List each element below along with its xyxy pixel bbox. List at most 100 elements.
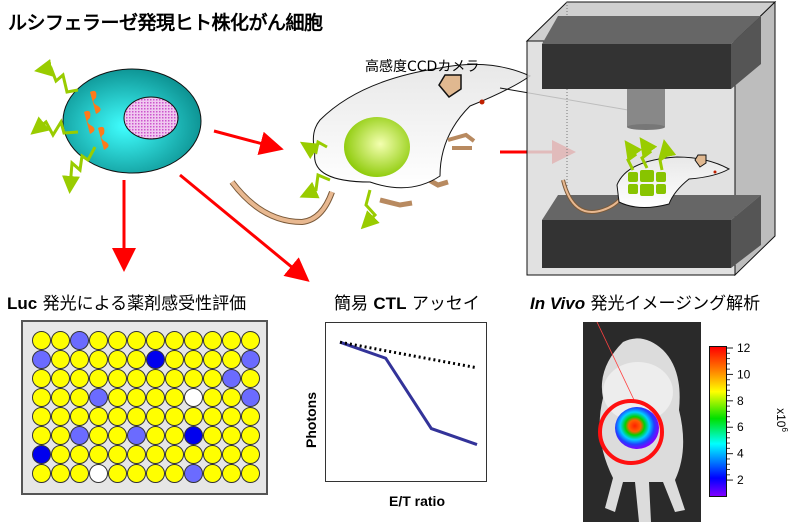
well xyxy=(146,445,165,464)
well xyxy=(70,445,89,464)
well xyxy=(32,464,51,483)
well xyxy=(165,350,184,369)
well xyxy=(184,331,203,350)
well xyxy=(146,407,165,426)
well xyxy=(165,407,184,426)
series-line-test xyxy=(339,340,478,447)
well xyxy=(165,388,184,407)
luminescence-signal xyxy=(615,407,659,449)
well xyxy=(222,331,241,350)
well xyxy=(241,388,260,407)
well xyxy=(51,388,70,407)
well xyxy=(222,445,241,464)
well xyxy=(127,369,146,388)
series-line-control xyxy=(339,340,478,370)
well xyxy=(184,350,203,369)
in-vivo-italic: In Vivo xyxy=(530,294,586,313)
well xyxy=(108,407,127,426)
light-emission-icon xyxy=(30,58,97,194)
well xyxy=(108,445,127,464)
well xyxy=(203,407,222,426)
well xyxy=(89,350,108,369)
well xyxy=(146,426,165,445)
well xyxy=(89,445,108,464)
well xyxy=(203,331,222,350)
well xyxy=(222,369,241,388)
well xyxy=(241,369,260,388)
well xyxy=(203,445,222,464)
well xyxy=(165,426,184,445)
well xyxy=(127,331,146,350)
well xyxy=(146,331,165,350)
well xyxy=(32,369,51,388)
well xyxy=(146,350,165,369)
well xyxy=(127,464,146,483)
well xyxy=(89,388,108,407)
well xyxy=(51,331,70,350)
colorbar-tick-label: 2 xyxy=(737,473,744,487)
workflow-illustration xyxy=(30,0,777,282)
well xyxy=(146,388,165,407)
well xyxy=(222,350,241,369)
well xyxy=(241,350,260,369)
in-vivo-rest: 発光イメージング解析 xyxy=(585,294,761,314)
well xyxy=(184,426,203,445)
tumor-highlight-circle xyxy=(598,399,664,465)
ccd-camera-label: 高感度CCDカメラ xyxy=(365,59,480,75)
well xyxy=(32,407,51,426)
well xyxy=(108,331,127,350)
in-vivo-heading: In Vivo 発光イメージング解析 xyxy=(530,289,760,314)
well xyxy=(203,464,222,483)
well xyxy=(108,464,127,483)
ctl-post: アッセイ xyxy=(406,294,480,314)
well xyxy=(127,426,146,445)
well xyxy=(51,369,70,388)
y-axis-label: Photons xyxy=(303,392,319,448)
well xyxy=(241,407,260,426)
ccd-camera-icon xyxy=(627,89,665,127)
mouse-illustration xyxy=(229,63,532,230)
well xyxy=(32,426,51,445)
colorbar-unit: x106 xyxy=(774,408,789,432)
well xyxy=(108,369,127,388)
ctl-bold: CTL xyxy=(373,294,407,313)
well xyxy=(51,445,70,464)
well xyxy=(184,369,203,388)
well xyxy=(70,350,89,369)
well xyxy=(203,426,222,445)
luc-heading-rest: 発光による薬剤感受性評価 xyxy=(37,294,247,314)
imaging-chamber xyxy=(525,0,777,277)
well xyxy=(89,369,108,388)
well-grid xyxy=(32,331,260,483)
well xyxy=(184,388,203,407)
well xyxy=(241,426,260,445)
well xyxy=(70,407,89,426)
ctl-chart-frame xyxy=(325,322,487,482)
page-title: ルシフェラーゼ発現ヒト株化がん細胞 xyxy=(8,12,323,34)
well xyxy=(146,369,165,388)
well xyxy=(51,350,70,369)
luc-prefix: Luc xyxy=(7,294,38,313)
well xyxy=(127,445,146,464)
well xyxy=(222,426,241,445)
well xyxy=(70,369,89,388)
well xyxy=(51,426,70,445)
well-plate xyxy=(21,320,268,495)
colorbar-tick-label: 8 xyxy=(737,394,744,408)
luciferase-icon xyxy=(84,90,109,150)
well xyxy=(165,464,184,483)
well xyxy=(51,407,70,426)
well xyxy=(165,331,184,350)
well xyxy=(203,350,222,369)
well xyxy=(108,388,127,407)
well xyxy=(222,464,241,483)
well xyxy=(241,464,260,483)
luc-assay-heading: Luc 発光による薬剤感受性評価 xyxy=(7,289,246,314)
nucleus xyxy=(123,96,179,140)
well xyxy=(89,407,108,426)
well xyxy=(70,388,89,407)
well xyxy=(127,350,146,369)
well xyxy=(51,464,70,483)
well xyxy=(203,369,222,388)
